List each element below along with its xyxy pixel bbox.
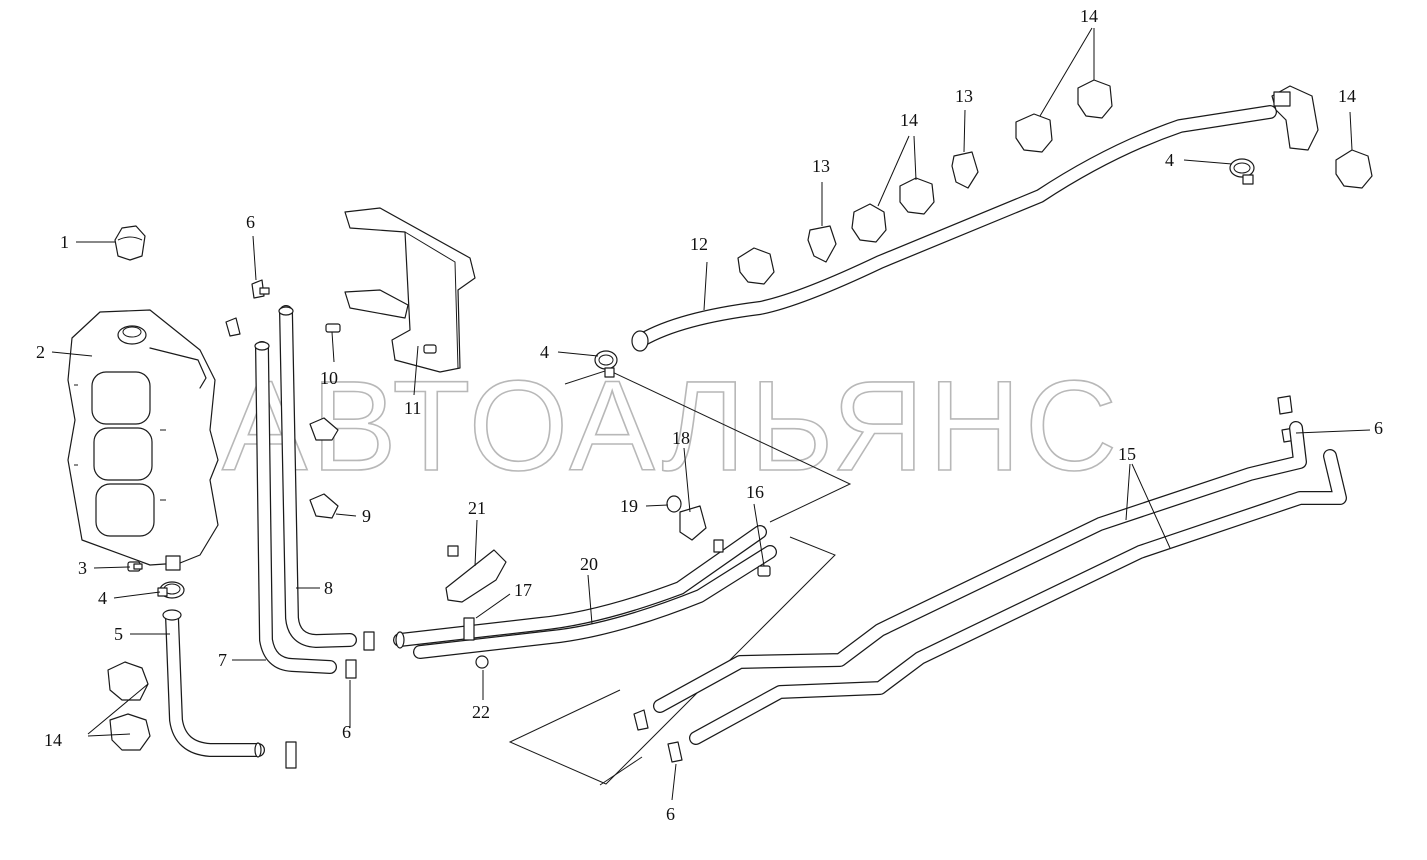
lower-pipe-20 <box>393 525 777 659</box>
hose-holders <box>309 417 339 519</box>
callout-4-right: 4 <box>1165 150 1174 170</box>
hose-7 <box>254 341 337 674</box>
callout-13-left: 13 <box>812 156 830 176</box>
callout-13-right: 13 <box>955 86 973 106</box>
callout-6-lower: 6 <box>342 722 351 742</box>
callout-14-left: 14 <box>44 730 62 750</box>
callout-22: 22 <box>472 702 490 722</box>
callout-1: 1 <box>60 232 69 252</box>
callout-17: 17 <box>514 580 532 600</box>
callout-16: 16 <box>746 482 764 502</box>
long-pipes-15 <box>653 421 1347 745</box>
hose-8 <box>278 305 357 648</box>
callout-4-middle: 4 <box>540 342 549 362</box>
callout-15: 15 <box>1118 444 1136 464</box>
callout-5: 5 <box>114 624 123 644</box>
callout-6-top: 6 <box>246 212 255 232</box>
assembly-plane-outlines <box>508 369 852 786</box>
callout-7: 7 <box>218 650 227 670</box>
mounting-hardware <box>445 495 771 669</box>
callout-11: 11 <box>404 398 421 418</box>
hose-clamps <box>157 158 1255 599</box>
callout-12: 12 <box>690 234 708 254</box>
protective-sleeves <box>107 79 1373 751</box>
callout-leaders <box>51 27 1371 801</box>
callout-labels: 1 2 3 4 4 4 5 6 6 6 6 7 8 9 10 11 12 13 … <box>36 6 1383 824</box>
fittings <box>225 279 1297 769</box>
callout-10: 10 <box>320 368 338 388</box>
callout-19: 19 <box>620 496 638 516</box>
callout-14-top: 14 <box>1080 6 1098 26</box>
callout-21: 21 <box>468 498 486 518</box>
callout-8: 8 <box>324 578 333 598</box>
tank-bracket <box>325 207 476 373</box>
callout-4-tank: 4 <box>98 588 107 608</box>
callout-18: 18 <box>672 428 690 448</box>
callout-6-right: 6 <box>1374 418 1383 438</box>
callout-2: 2 <box>36 342 45 362</box>
outlet-hose-5 <box>162 609 265 758</box>
upper-hose-12 <box>631 85 1319 352</box>
callout-14-middle: 14 <box>900 110 918 130</box>
callout-20: 20 <box>580 554 598 574</box>
filler-cap <box>114 225 146 261</box>
watermark-text: АВТОАЛЬЯНС <box>222 355 1121 498</box>
callout-9: 9 <box>362 506 371 526</box>
hose-brackets <box>807 151 979 263</box>
tank-bolt <box>127 561 143 572</box>
callout-14-right: 14 <box>1338 86 1356 106</box>
callout-6-bottom: 6 <box>666 804 675 824</box>
callout-3: 3 <box>78 558 87 578</box>
expansion-tank <box>67 309 219 571</box>
